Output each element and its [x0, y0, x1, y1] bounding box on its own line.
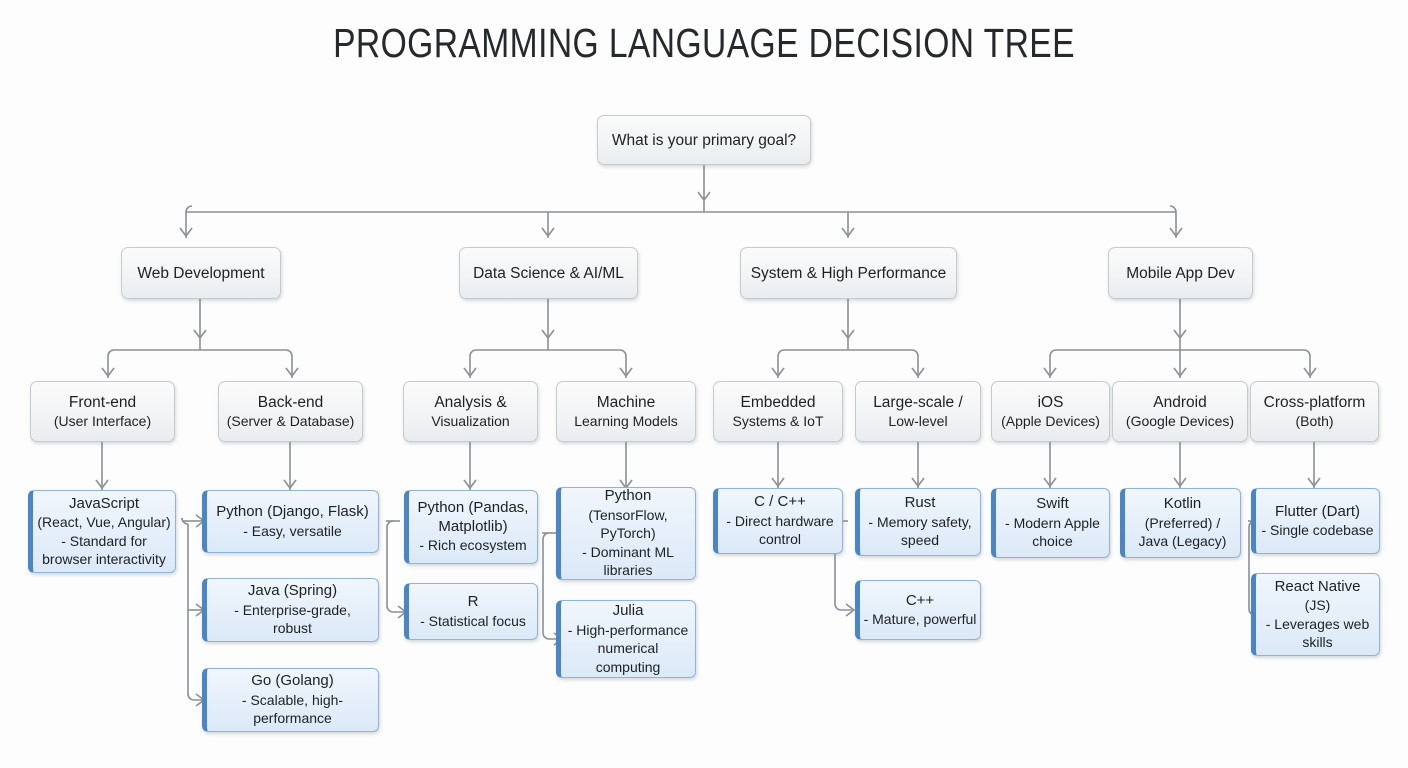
leaf-go-golang[interactable]: Go (Golang) - Scalable, high- performanc…: [202, 668, 379, 732]
leaf-julia-line2: - High-performance: [567, 621, 689, 638]
node-front-end[interactable]: Front-end (User Interface): [30, 381, 175, 442]
node-large-scale-low-level-line2: Low-level: [888, 413, 948, 429]
leaf-javascript-line4: browser interactivity: [42, 551, 166, 567]
leaf-react-native-line3: - Leverages web: [1265, 615, 1370, 632]
leaf-rust-line3: speed: [900, 532, 940, 549]
leaf-swift[interactable]: Swift - Modern Apple choice: [991, 488, 1110, 558]
leaf-python-tensorflow-pytorch-line4: - Dominant ML: [582, 543, 674, 560]
leaf-python-pandas-matplotlib[interactable]: Python (Pandas, Matplotlib) - Rich ecosy…: [404, 490, 538, 564]
node-cross-platform-line2: (Both): [1295, 413, 1334, 429]
node-cross-platform[interactable]: Cross-platform (Both): [1250, 381, 1379, 442]
leaf-react-native-line1: React Native: [1274, 577, 1361, 595]
leaf-javascript-line1: JavaScript: [68, 494, 140, 512]
leaf-javascript-line3: - Standard for: [61, 532, 147, 549]
node-machine-learning-models-line1: Machine: [596, 394, 656, 411]
leaf-swift-line3: choice: [1032, 533, 1073, 550]
leaf-julia-line1: Julia: [612, 602, 644, 619]
leaf-python-pandas-matplotlib-line3: - Rich ecosystem: [419, 537, 527, 554]
leaf-swift-line2: - Modern Apple: [1005, 514, 1100, 531]
node-machine-learning-models-line2: Learning Models: [574, 413, 678, 429]
node-mobile-app-dev[interactable]: Mobile App Dev: [1108, 247, 1253, 299]
node-system-high-performance[interactable]: System & High Performance: [740, 247, 957, 299]
leaf-julia-line4: computing: [595, 658, 661, 675]
leaf-java-spring-line1: Java (Spring): [247, 582, 338, 600]
leaf-c-cpp-line2: - Direct hardware: [726, 512, 834, 529]
leaf-go-golang-line3: performance: [253, 710, 332, 727]
leaf-r-language[interactable]: R - Statistical focus: [404, 583, 538, 640]
leaf-python-pandas-matplotlib-line1: Python (Pandas,: [417, 499, 529, 517]
node-ios-line2: (Apple Devices): [1001, 413, 1100, 429]
node-web-development-label: Web Development: [137, 264, 265, 282]
node-android-line2: (Google Devices): [1125, 413, 1235, 429]
node-cross-platform-line1: Cross-platform: [1263, 394, 1366, 411]
leaf-javascript[interactable]: JavaScript (React, Vue, Angular) - Stand…: [28, 490, 176, 573]
node-analysis-visualization[interactable]: Analysis & Visualization: [403, 381, 538, 442]
leaf-rust-line2: - Memory safety,: [868, 513, 972, 530]
node-front-end-line1: Front-end: [68, 394, 137, 411]
node-back-end[interactable]: Back-end (Server & Database): [218, 381, 363, 442]
page-title: PROGRAMMING LANGUAGE DECISION TREE: [333, 20, 1075, 66]
leaf-python-tensorflow-pytorch[interactable]: Python (TensorFlow, PyTorch) - Dominant …: [556, 487, 696, 580]
leaf-swift-line1: Swift: [1036, 495, 1069, 513]
leaf-go-golang-line2: - Scalable, high-: [241, 691, 344, 708]
node-data-science-ai-ml-label: Data Science & AI/ML: [473, 264, 624, 282]
node-ios[interactable]: iOS (Apple Devices): [991, 381, 1110, 442]
node-back-end-line2: (Server & Database): [226, 413, 355, 429]
leaf-c-cpp-line1: C / C++: [754, 493, 806, 511]
leaf-rust-line1: Rust: [904, 494, 936, 512]
node-large-scale-low-level[interactable]: Large-scale / Low-level: [855, 381, 981, 442]
leaf-python-django-flask-line1: Python (Django, Flask): [216, 503, 369, 520]
leaf-rust[interactable]: Rust - Memory safety, speed: [855, 488, 981, 556]
leaf-python-tensorflow-pytorch-line3: PyTorch): [600, 525, 656, 542]
node-ios-line1: iOS: [1037, 394, 1064, 411]
leaf-flutter-dart-line1: Flutter (Dart): [1274, 502, 1360, 520]
leaf-java-spring-line2: - Enterprise-grade,: [234, 601, 351, 618]
node-mobile-app-dev-label: Mobile App Dev: [1126, 264, 1235, 282]
leaf-julia-line3: numerical: [597, 640, 659, 656]
leaf-kotlin-java[interactable]: Kotlin (Preferred) / Java (Legacy): [1120, 488, 1241, 558]
node-android-line1: Android: [1153, 394, 1207, 411]
node-system-high-performance-label: System & High Performance: [750, 264, 947, 282]
node-large-scale-low-level-line1: Large-scale /: [873, 394, 963, 411]
leaf-cpp-line2: - Mature, powerful: [863, 611, 977, 627]
node-embedded-systems-iot-line1: Embedded: [740, 394, 816, 411]
leaf-python-tensorflow-pytorch-line2: (TensorFlow,: [588, 506, 668, 523]
node-analysis-visualization-line2: Visualization: [431, 413, 510, 429]
leaf-python-tensorflow-pytorch-line5: libraries: [603, 562, 653, 579]
leaf-cpp-line1: C++: [905, 591, 935, 609]
node-back-end-line1: Back-end: [257, 394, 324, 411]
leaf-kotlin-java-line1: Kotlin: [1163, 495, 1202, 513]
leaf-python-django-flask[interactable]: Python (Django, Flask) - Easy, versatile: [202, 490, 379, 553]
leaf-r-language-line1: R: [467, 593, 479, 610]
leaf-python-pandas-matplotlib-line2: Matplotlib): [438, 517, 508, 535]
leaf-kotlin-java-line2: (Preferred) /: [1144, 514, 1221, 531]
node-embedded-systems-iot-line2: Systems & IoT: [732, 413, 824, 429]
node-data-science-ai-ml[interactable]: Data Science & AI/ML: [459, 247, 638, 299]
leaf-react-native[interactable]: React Native (JS) - Leverages web skills: [1251, 573, 1380, 656]
leaf-react-native-line4: skills: [1302, 634, 1333, 650]
leaf-java-spring-line3: robust: [273, 620, 312, 637]
leaf-c-cpp[interactable]: C / C++ - Direct hardware control: [713, 488, 843, 554]
leaf-flutter-dart-line2: - Single codebase: [1261, 522, 1374, 538]
node-android[interactable]: Android (Google Devices): [1112, 381, 1248, 442]
leaf-kotlin-java-line3: Java (Legacy): [1138, 533, 1227, 550]
leaf-python-tensorflow-pytorch-line1: Python: [604, 487, 652, 505]
node-root-label: What is your primary goal?: [611, 131, 797, 149]
leaf-java-spring[interactable]: Java (Spring) - Enterprise-grade, robust: [202, 578, 379, 642]
node-machine-learning-models[interactable]: Machine Learning Models: [556, 381, 696, 442]
node-web-development[interactable]: Web Development: [121, 247, 281, 299]
leaf-julia[interactable]: Julia - High-performance numerical compu…: [556, 600, 696, 678]
node-root[interactable]: What is your primary goal?: [597, 115, 811, 165]
leaf-c-cpp-line3: control: [758, 531, 802, 548]
leaf-javascript-line2: (React, Vue, Angular): [37, 514, 171, 530]
leaf-go-golang-line1: Go (Golang): [251, 672, 334, 690]
node-analysis-visualization-line1: Analysis &: [434, 394, 507, 411]
leaf-flutter-dart[interactable]: Flutter (Dart) - Single codebase: [1251, 488, 1380, 554]
leaf-python-django-flask-line2: - Easy, versatile: [243, 522, 342, 539]
leaf-r-language-line2: - Statistical focus: [420, 612, 526, 629]
node-front-end-line2: (User Interface): [53, 413, 152, 429]
leaf-react-native-line2: (JS): [1304, 597, 1331, 613]
node-embedded-systems-iot[interactable]: Embedded Systems & IoT: [713, 381, 843, 442]
leaf-cpp[interactable]: C++ - Mature, powerful: [855, 580, 981, 640]
